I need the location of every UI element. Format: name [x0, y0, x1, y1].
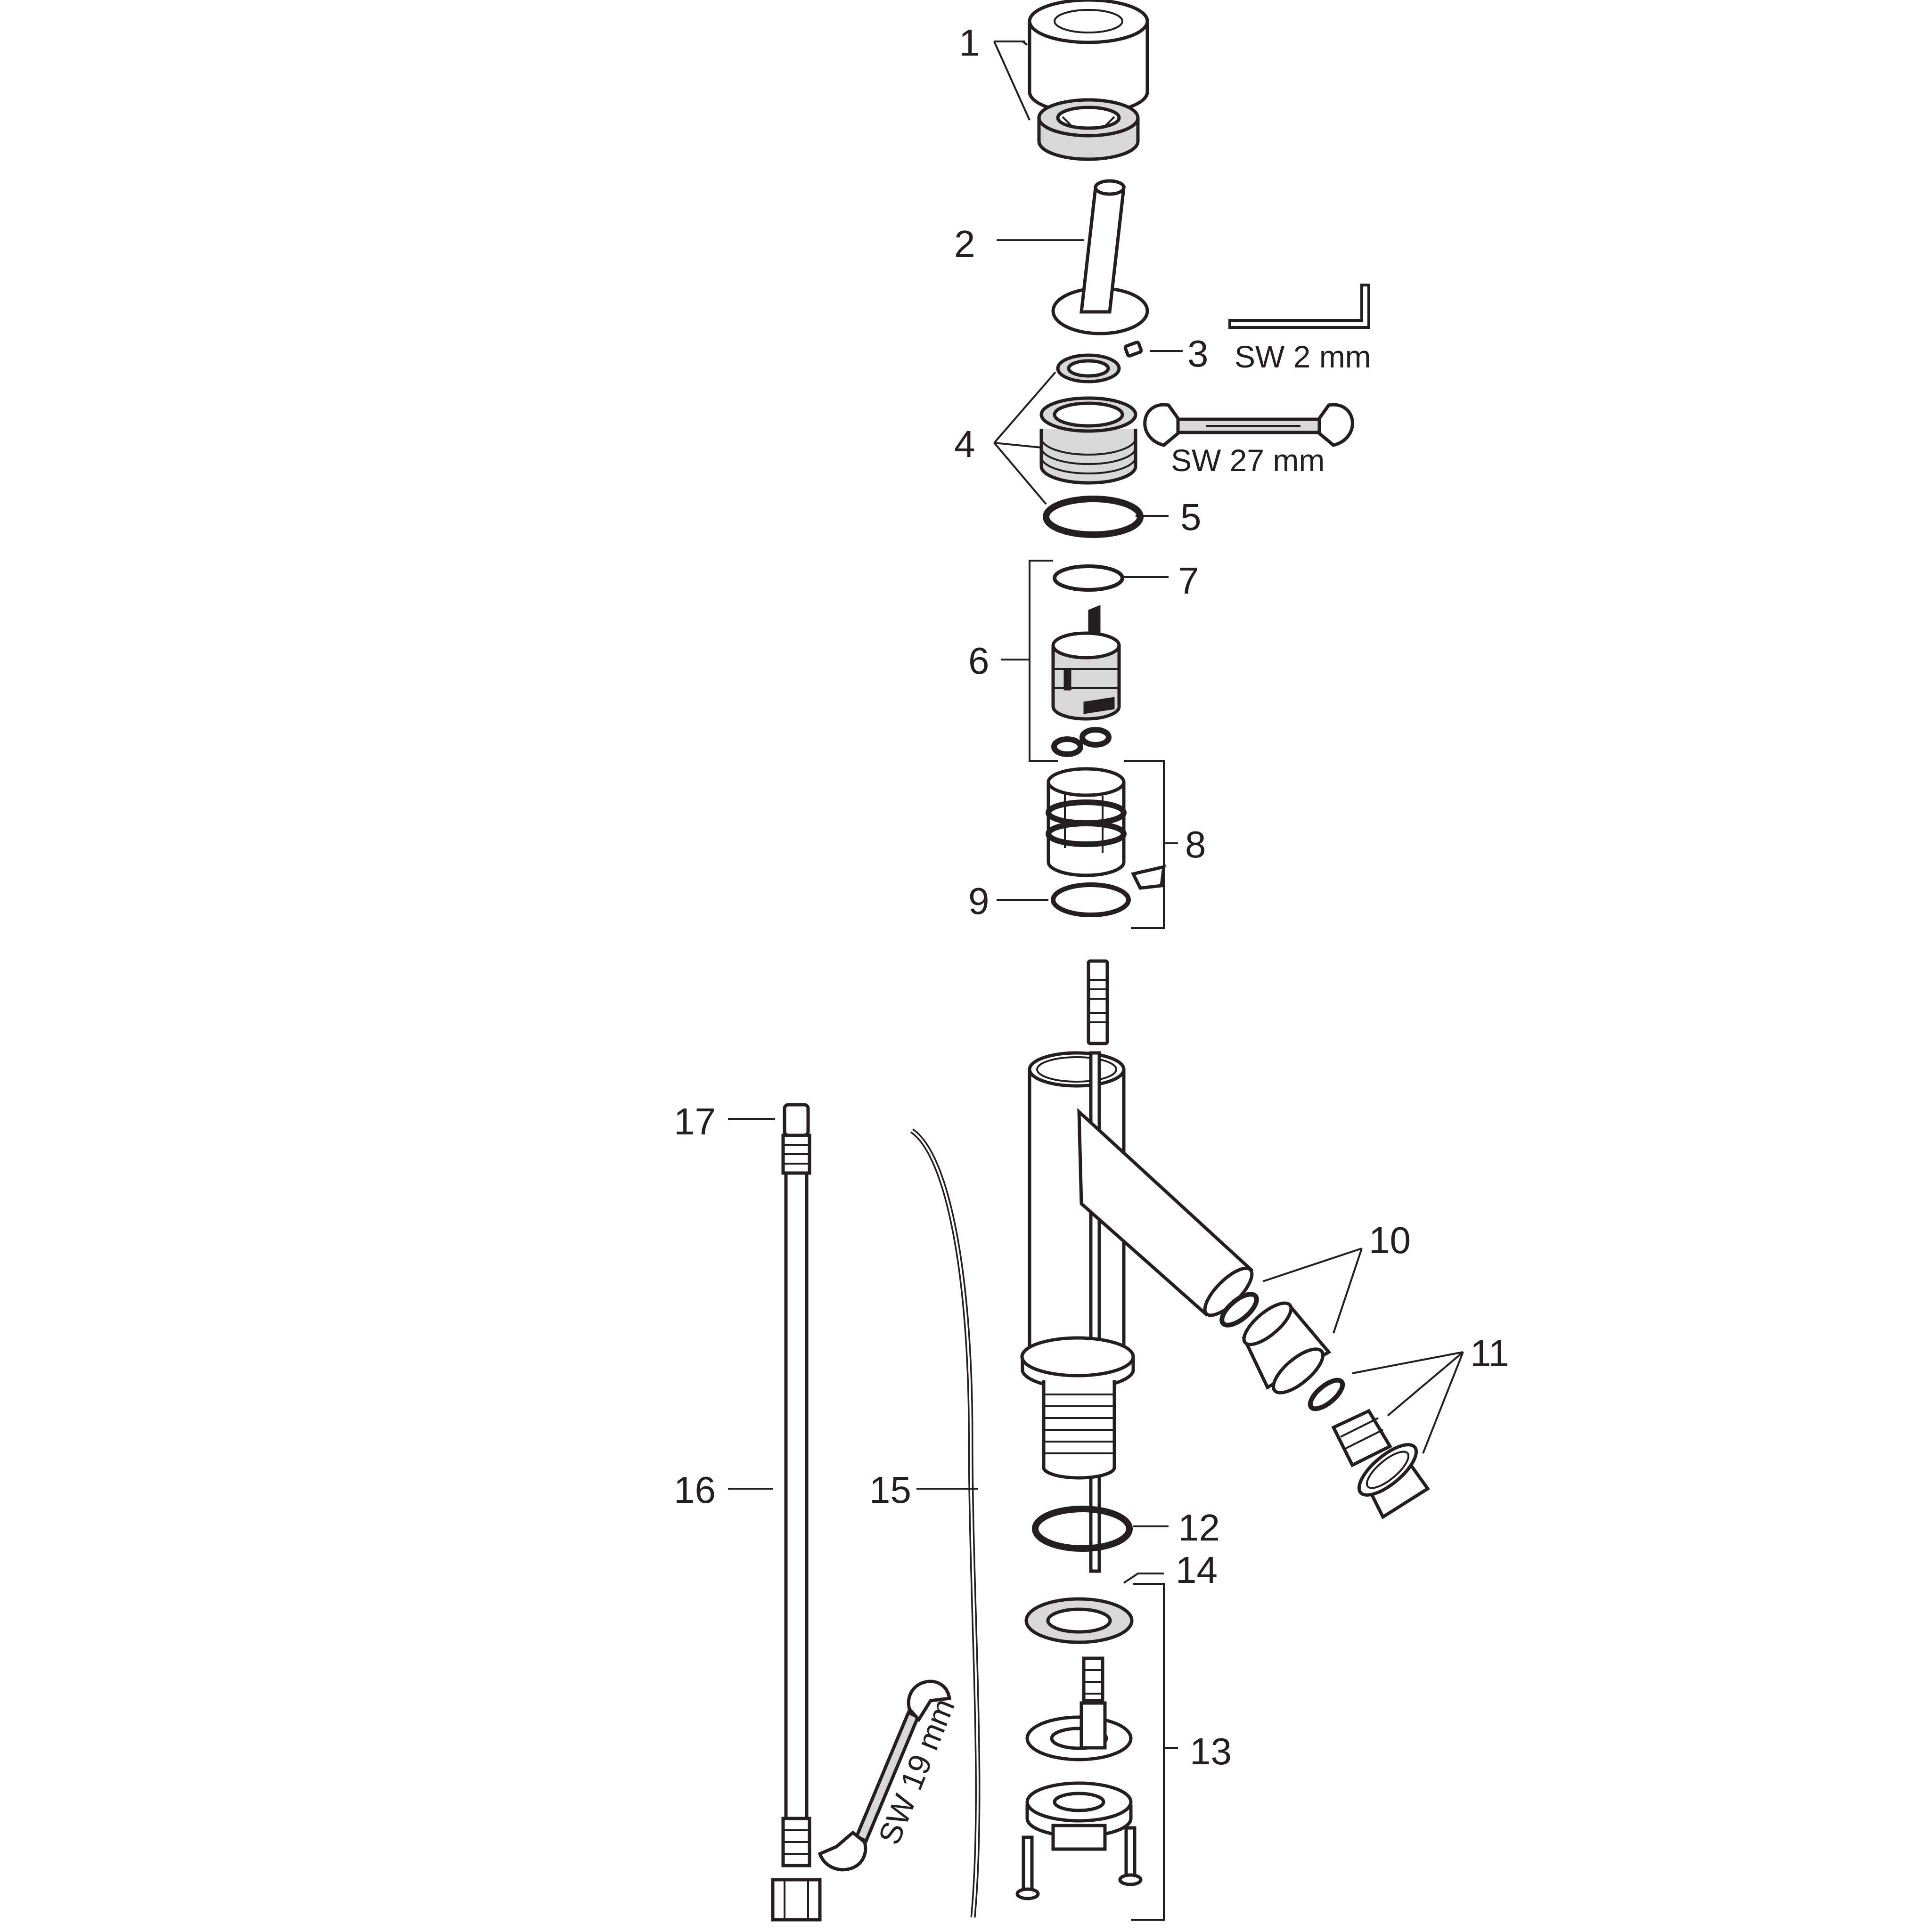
callout-15: 15	[869, 1469, 911, 1511]
callout-7: 7	[1178, 560, 1199, 602]
leader-lines	[728, 41, 1464, 1921]
wrench-27-label: SW 27 mm	[1171, 443, 1325, 478]
part-11-aerator	[1308, 1378, 1431, 1520]
faucet-body	[1020, 959, 1254, 1573]
callout-14: 14	[1176, 1549, 1218, 1591]
part-4-threaded-nut	[1039, 353, 1137, 485]
part-6-cartridge	[1051, 605, 1121, 757]
part-8-housing	[1046, 767, 1166, 890]
callout-6: 6	[968, 640, 990, 682]
part-12-o-ring	[1032, 1506, 1133, 1552]
hex-key-tool	[1228, 284, 1370, 329]
callout-8: 8	[1185, 823, 1206, 865]
callout-4: 4	[954, 423, 975, 465]
part-14-washer	[1024, 1597, 1134, 1644]
callout-2: 2	[954, 223, 975, 265]
callout-16: 16	[674, 1469, 716, 1511]
callout-1: 1	[959, 22, 980, 64]
open-wrench-19-tool	[818, 1679, 952, 1872]
open-wrench-27-tool	[1143, 403, 1354, 447]
callout-11: 11	[1470, 1332, 1509, 1374]
part-9-o-ring	[1051, 882, 1131, 917]
hex-key-label: SW 2 mm	[1235, 339, 1371, 374]
part-3-grub-screw	[1123, 341, 1143, 358]
callout-12: 12	[1178, 1507, 1220, 1549]
part-5-o-ring	[1043, 496, 1144, 538]
callout-17: 17	[674, 1101, 716, 1142]
part-13-fixing-set	[1015, 1656, 1143, 1900]
callout-10: 10	[1369, 1219, 1411, 1261]
part-2-lever-handle	[1051, 179, 1149, 335]
callout-5: 5	[1180, 496, 1202, 538]
part-10-aerator-housing	[1219, 1292, 1332, 1394]
part-1-cap-ring	[1028, 0, 1149, 161]
part-7-o-ring	[1053, 564, 1124, 592]
callout-3: 3	[1187, 333, 1209, 375]
callout-labels: 1 2 3 4 5 6 7 8 9 10 11 12 13 14 15 16 1…	[674, 22, 1509, 1772]
callout-9: 9	[968, 880, 990, 922]
part-16-flex-hose	[771, 1103, 822, 1922]
callout-13: 13	[1190, 1730, 1232, 1772]
